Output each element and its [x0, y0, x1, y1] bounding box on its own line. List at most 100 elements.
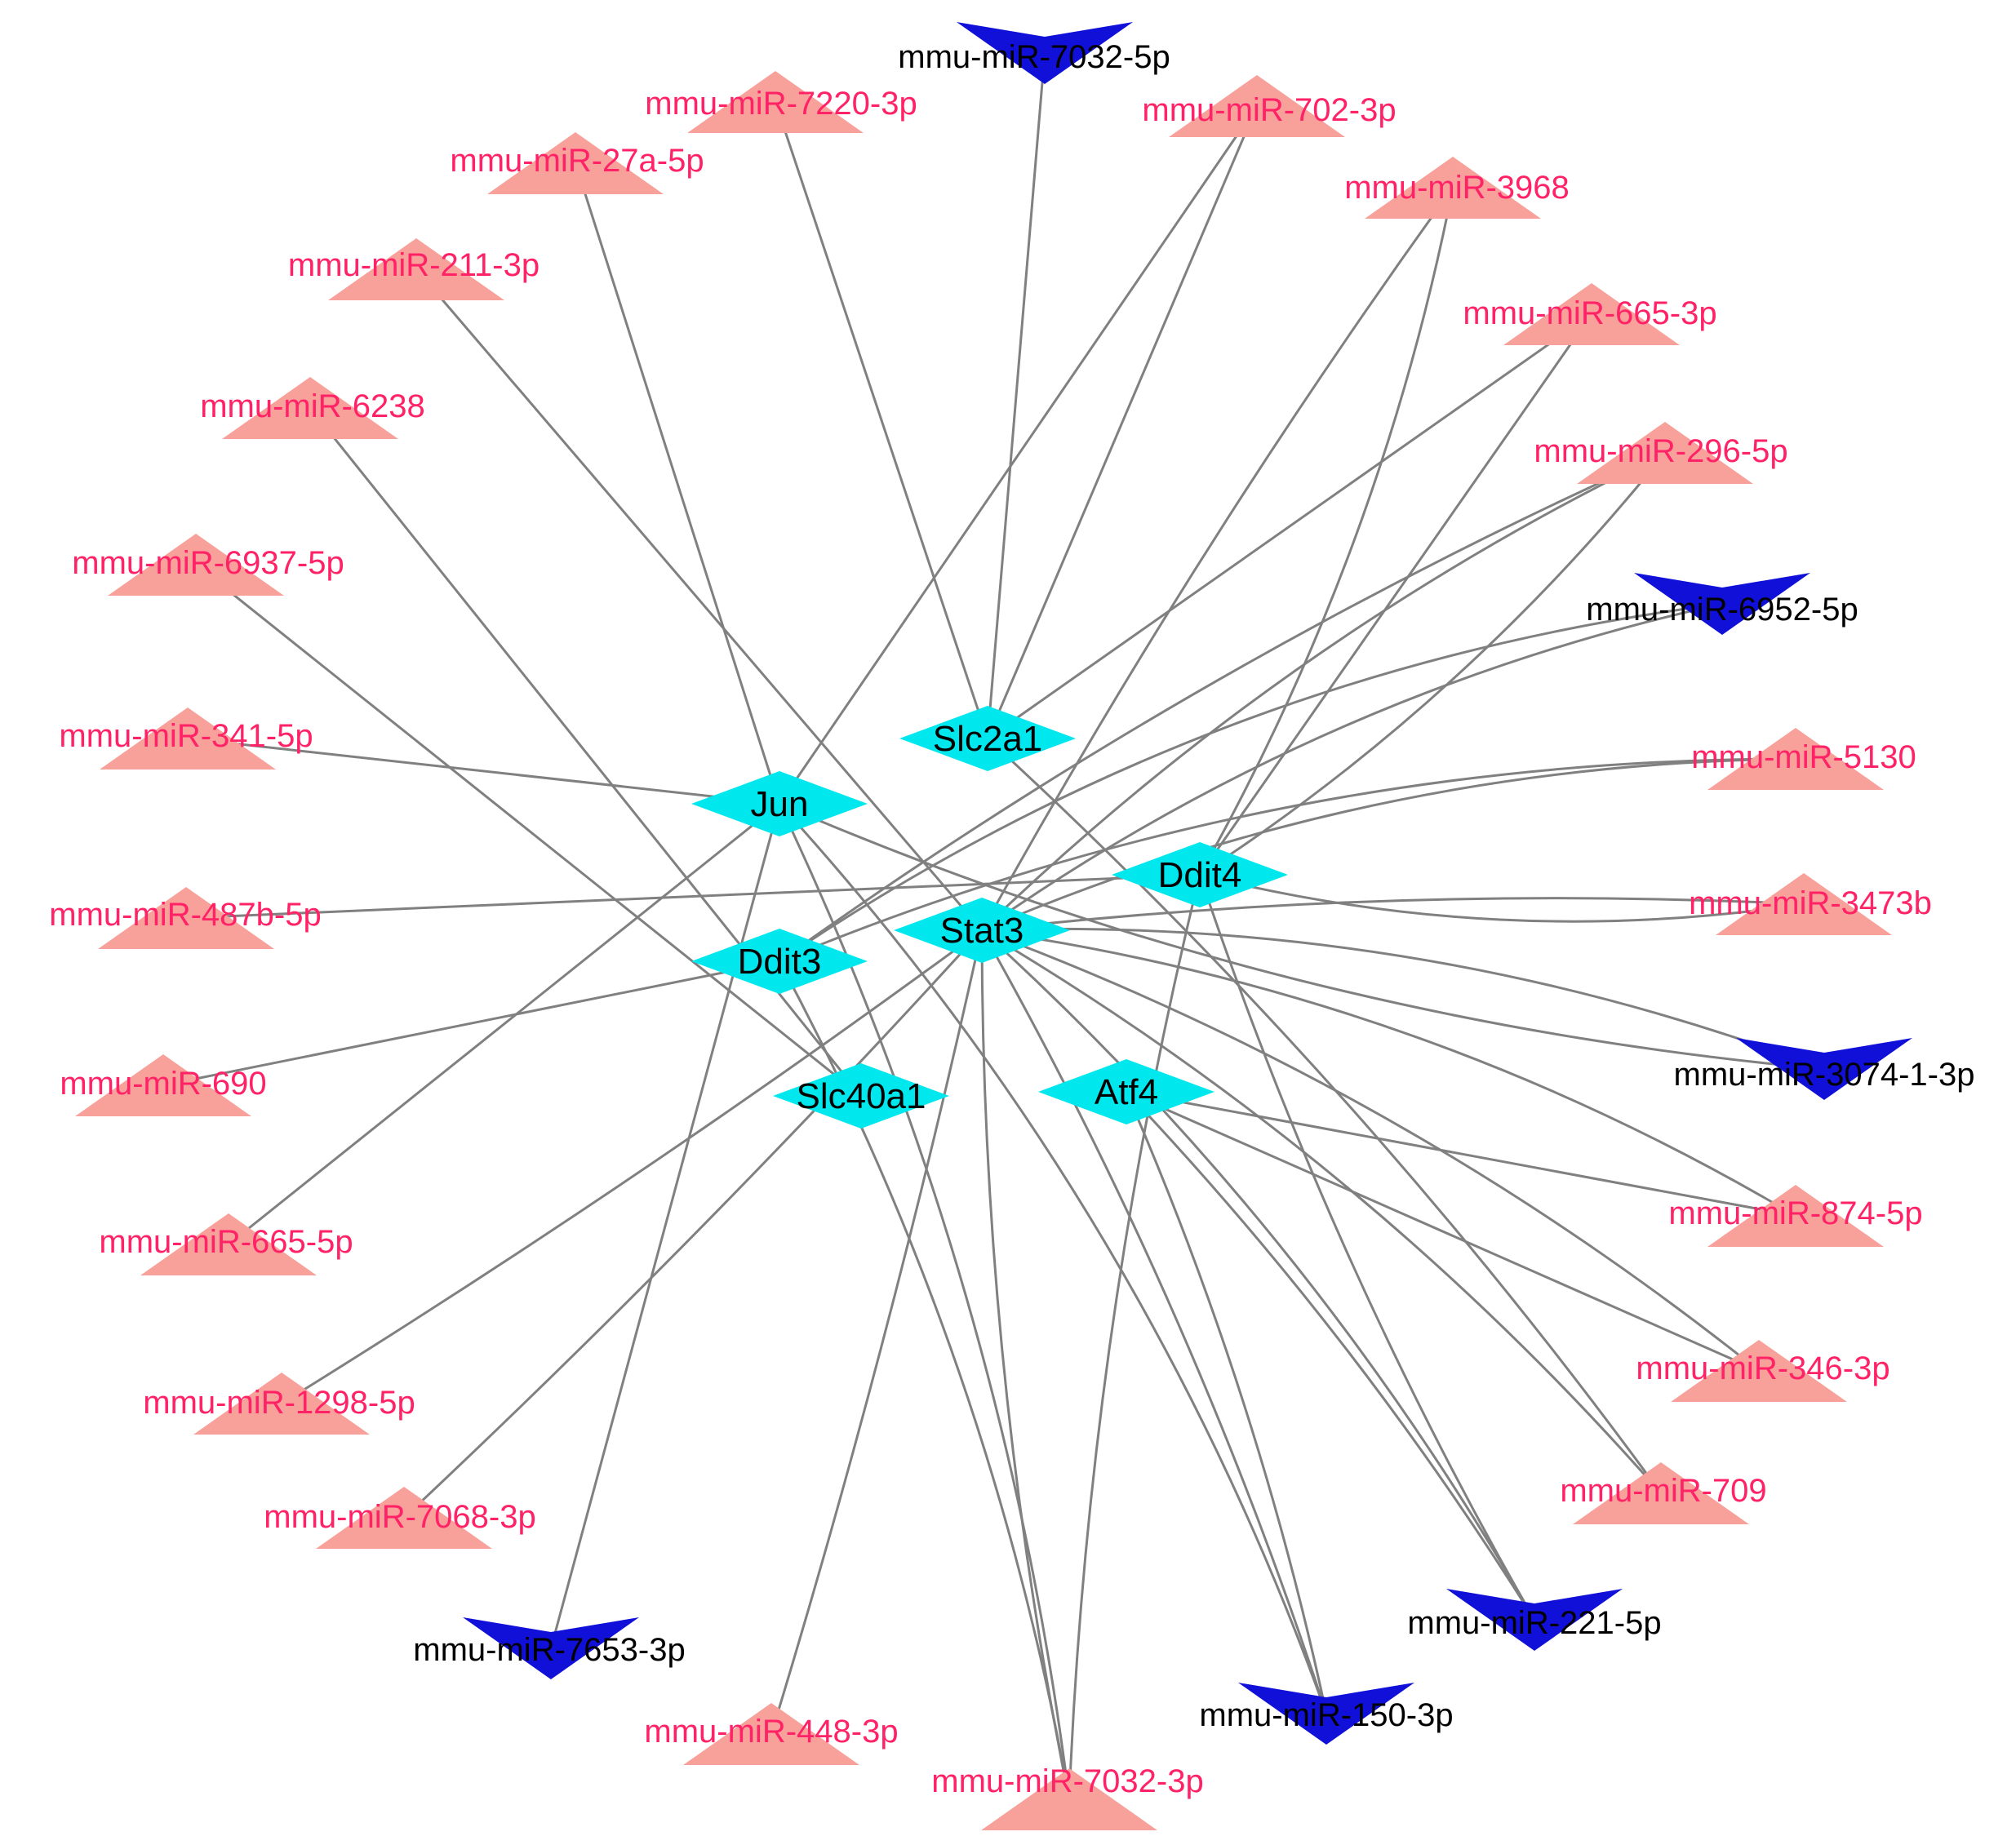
edge-m296_5p-Stat3	[980, 451, 1666, 932]
edge-m690-Ddit3	[162, 960, 780, 1087]
edge-m448_3p-Stat3	[770, 929, 984, 1735]
edge-m346_3p-Atf4	[1126, 1090, 1760, 1373]
edge-m7032_3p-Jun	[778, 803, 1071, 1800]
edge-m211_3p-Stat3	[415, 268, 984, 931]
mirna-label-m690: mmu-miR-690	[60, 1066, 266, 1102]
edge-m221_5p-Atf4	[1125, 1090, 1536, 1621]
mirna-label-m1298_5p: mmu-miR-1298-5p	[143, 1385, 415, 1421]
edge-m221_5p-Ddit4	[1198, 874, 1536, 1621]
mirna-node-m7068_3p[interactable]	[316, 1487, 492, 1549]
edge-m221_5p-Stat3	[980, 929, 1536, 1621]
mirna-node-m27a_5p[interactable]	[487, 132, 664, 194]
mirna-label-m665_5p: mmu-miR-665-5p	[99, 1224, 353, 1260]
edge-m150_3p-Jun	[778, 802, 1328, 1714]
mirna-label-m6238: mmu-miR-6238	[200, 388, 425, 424]
mirna-node-m1298_5p[interactable]	[193, 1373, 370, 1435]
label-layer: mmu-miR-7032-5p mmu-miR-7220-3p mmu-miR-70…	[49, 39, 1974, 1799]
edge-m702_3p-Jun	[778, 105, 1259, 805]
mirna-node-m487b_5p[interactable]	[98, 887, 274, 949]
gene-label-Stat3: Stat3	[940, 911, 1024, 951]
mirna-label-m665_3p: mmu-miR-665-3p	[1463, 295, 1716, 331]
edge-m3968-Stat3	[980, 187, 1454, 931]
edge-m7032_5p-Slc2a1	[986, 52, 1046, 739]
edge-m3473b-Ddit4	[1199, 873, 1805, 923]
edge-m665_3p-Ddit4	[1198, 313, 1593, 876]
edge-m5130-Ddit3	[779, 757, 1796, 963]
node-layer	[75, 22, 1912, 1830]
edge-m487b_5p-Ddit4	[185, 873, 1201, 920]
edge-m5130-Stat3	[981, 757, 1796, 932]
edge-m7032_3p-Stat3	[980, 929, 1071, 1800]
mirna-label-m221_5p: mmu-miR-221-5p	[1407, 1605, 1661, 1641]
edge-m1298_5p-Stat3	[281, 929, 983, 1405]
mirna-node-m7653_3p[interactable]	[463, 1617, 639, 1679]
gene-label-Ddit3: Ddit3	[738, 942, 822, 982]
gene-label-Slc2a1: Slc2a1	[933, 719, 1043, 759]
mirna-label-m6937_5p: mmu-miR-6937-5p	[72, 545, 344, 581]
mirna-node-m874_5p[interactable]	[1707, 1185, 1884, 1247]
gene-node-Ddit4[interactable]	[1112, 842, 1288, 907]
mirna-node-m150_3p[interactable]	[1238, 1683, 1414, 1745]
mirna-label-m7032_5p: mmu-miR-7032-5p	[898, 39, 1170, 75]
edge-m7220_3p-Slc2a1	[774, 101, 989, 739]
mirna-node-m665_5p[interactable]	[140, 1213, 317, 1275]
mirna-label-m7068_3p: mmu-miR-7068-3p	[264, 1499, 535, 1535]
gene-label-Slc40a1: Slc40a1	[796, 1076, 926, 1116]
mirna-label-m3473b: mmu-miR-3473b	[1689, 885, 1932, 921]
gene-node-Atf4[interactable]	[1038, 1059, 1214, 1124]
edge-m27a_5p-Jun	[574, 162, 781, 805]
mirna-label-m709: mmu-miR-709	[1560, 1473, 1766, 1509]
edge-m7653_3p-Jun	[549, 803, 781, 1649]
mirna-label-m448_3p: mmu-miR-448-3p	[644, 1714, 898, 1750]
mirna-label-m3968: mmu-miR-3968	[1344, 170, 1570, 206]
mirna-label-m346_3p: mmu-miR-346-3p	[1636, 1350, 1889, 1386]
edge-m296_5p-Ddit3	[779, 451, 1666, 963]
mirna-label-m7032_3p: mmu-miR-7032-3p	[931, 1763, 1203, 1799]
edge-m3074_1_3p-Stat3	[981, 927, 1825, 1071]
mirna-node-m3074_1_3p[interactable]	[1736, 1038, 1912, 1100]
mirna-node-m448_3p[interactable]	[683, 1703, 859, 1765]
gene-node-Stat3[interactable]	[894, 898, 1070, 963]
edge-m7032_3p-Ddit4	[1068, 874, 1201, 1800]
mirna-node-m5130[interactable]	[1707, 728, 1884, 790]
mirna-node-m6937_5p[interactable]	[108, 534, 284, 596]
mirna-node-m690[interactable]	[75, 1054, 251, 1116]
edge-m702_3p-Slc2a1	[986, 105, 1259, 739]
gene-node-Slc2a1[interactable]	[899, 706, 1076, 771]
mirna-node-m7032_3p[interactable]	[981, 1768, 1157, 1830]
mirna-node-m665_3p[interactable]	[1503, 283, 1680, 345]
mirna-label-m7220_3p: mmu-miR-7220-3p	[645, 86, 917, 122]
edge-m6937_5p-Slc40a1	[195, 563, 862, 1098]
mirna-node-m296_5p[interactable]	[1577, 422, 1753, 484]
mirna-node-m709[interactable]	[1573, 1462, 1749, 1524]
edge-m3968-Ddit4	[1198, 187, 1454, 876]
mirna-label-m702_3p: mmu-miR-702-3p	[1142, 92, 1396, 128]
edge-m3473b-Stat3	[981, 897, 1805, 932]
edge-m3074_1_3p-Jun	[779, 802, 1825, 1071]
edge-m296_5p-Ddit4	[1199, 452, 1667, 876]
mirna-node-m341_5p[interactable]	[100, 707, 276, 769]
gene-label-Jun: Jun	[751, 784, 809, 824]
mirna-label-m3074_1_3p: mmu-miR-3074-1-3p	[1674, 1057, 1975, 1093]
mirna-label-m487b_5p: mmu-miR-487b-5p	[49, 897, 321, 933]
mirna-label-m296_5p: mmu-miR-296-5p	[1534, 433, 1787, 469]
mirna-node-m7220_3p[interactable]	[687, 71, 864, 133]
mirna-node-m221_5p[interactable]	[1446, 1589, 1623, 1651]
gene-label-Ddit4: Ddit4	[1158, 855, 1242, 895]
mirna-label-m341_5p: mmu-miR-341-5p	[59, 718, 313, 754]
edge-m709-Slc2a1	[986, 737, 1663, 1494]
mirna-node-m3968[interactable]	[1365, 157, 1541, 219]
mirna-node-m6238[interactable]	[222, 377, 398, 439]
edge-m150_3p-Atf4	[1125, 1091, 1328, 1714]
mirna-node-m3473b[interactable]	[1716, 873, 1892, 935]
mirna-node-m702_3p[interactable]	[1169, 75, 1345, 137]
mirna-node-m211_3p[interactable]	[328, 238, 504, 300]
mirna-node-m6952_5p[interactable]	[1634, 573, 1810, 635]
mirna-node-m7032_5p[interactable]	[957, 22, 1133, 84]
edge-m874_5p-Stat3	[981, 929, 1796, 1217]
gene-node-Jun[interactable]	[691, 771, 868, 836]
gene-node-Ddit3[interactable]	[691, 929, 868, 994]
mirna-node-m346_3p[interactable]	[1671, 1340, 1847, 1402]
gene-node-Slc40a1[interactable]	[773, 1063, 949, 1129]
